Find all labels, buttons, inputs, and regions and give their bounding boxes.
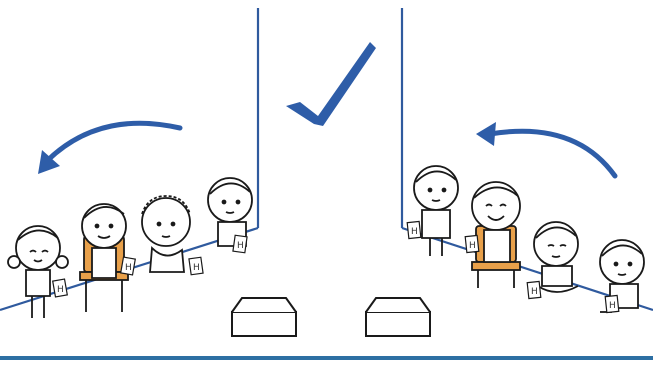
svg-text:H: H [609, 301, 616, 311]
svg-text:H: H [411, 227, 418, 237]
svg-text:H: H [193, 263, 200, 273]
checkmark-icon [286, 42, 376, 126]
child-corner-right [414, 166, 458, 256]
card-right-4: H [605, 295, 619, 312]
card-left-1: H [53, 279, 68, 297]
curved-arrow-left-icon [38, 123, 180, 174]
svg-text:H: H [531, 287, 538, 297]
left-box-icon [232, 298, 296, 336]
svg-text:H: H [469, 241, 476, 251]
card-right-2: H [465, 235, 479, 252]
card-left-2: H [121, 257, 136, 275]
card-left-4: H [233, 235, 247, 253]
right-box-icon [366, 298, 430, 336]
svg-text:H: H [57, 285, 64, 295]
svg-text:H: H [237, 241, 244, 251]
card-right-1: H [407, 221, 421, 238]
child-curly-hair-left [142, 196, 190, 272]
child-cross-legged-right [534, 222, 578, 292]
card-left-3: H [189, 257, 203, 275]
curved-arrow-right-side-icon [476, 122, 615, 176]
bottom-rule [0, 356, 653, 360]
child-corner-left [208, 178, 252, 246]
svg-text:H: H [125, 263, 132, 273]
card-right-3: H [527, 281, 541, 298]
